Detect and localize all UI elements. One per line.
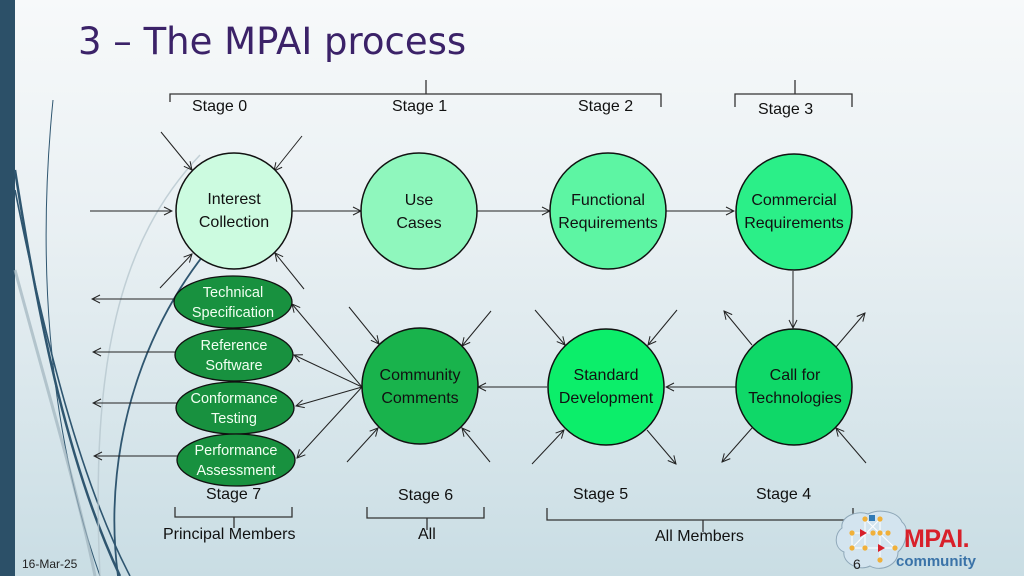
label-line: Call for	[769, 367, 821, 384]
arrow-output	[646, 429, 676, 464]
arrow-input	[462, 310, 492, 346]
arrow-input	[274, 135, 303, 171]
label-line: Cases	[396, 215, 442, 232]
arrow-feedback	[297, 386, 363, 458]
node-use-cases-label: Use Cases	[396, 189, 441, 235]
label-line: Reference	[200, 338, 268, 354]
mpai-logo-subtitle: community	[896, 553, 977, 570]
label-line: Development	[558, 390, 654, 407]
node-standard-development	[547, 328, 665, 446]
deliverable-conformance-testing-label: Conformance Testing	[190, 389, 277, 429]
arrow-input	[836, 428, 867, 464]
stage-7-label: Stage 7	[206, 486, 262, 503]
arrow-input	[348, 306, 379, 344]
deliverable-reference-software-label: Reference Software	[201, 336, 268, 376]
mpai-logo-icon	[835, 510, 907, 569]
stage-6-label: Stage 6	[398, 487, 454, 504]
mpai-logo-text: MPAI.	[904, 525, 970, 553]
bracket-stage-6	[366, 507, 485, 530]
label-line: Specification	[191, 305, 275, 321]
slide-date: 16-Mar-25	[22, 557, 78, 571]
node-functional-requirements-label: Functional Requirements	[558, 189, 658, 235]
arrow-input	[534, 309, 565, 345]
arrow-input	[462, 428, 491, 463]
node-call-for-technologies-label: Call for Technologies	[748, 364, 841, 410]
arrow-input	[159, 254, 192, 289]
deliverable-technical-specification-label: Technical Specification	[192, 283, 274, 323]
group-principal-members: Principal Members	[163, 526, 296, 543]
label-line: Comments	[381, 390, 459, 407]
deliverable-reference-software	[174, 328, 294, 382]
label-line: Software	[205, 358, 263, 374]
arrow-output	[724, 311, 753, 346]
arrow-input	[346, 428, 378, 463]
node-use-cases	[360, 152, 478, 270]
label-line: Performance	[194, 443, 278, 459]
label-line: Standard	[573, 367, 639, 384]
arrow-input	[160, 131, 192, 170]
arrow-input	[275, 253, 305, 290]
arrow-input	[648, 309, 678, 345]
arrow-feedback	[294, 355, 363, 388]
slide-title: 3 – The MPAI process	[78, 20, 467, 63]
label-line: Technologies	[748, 390, 842, 407]
label-line: Requirements	[744, 215, 844, 232]
label-line: Conformance	[190, 391, 278, 407]
node-call-for-technologies	[735, 328, 853, 446]
arrow-feedback	[292, 304, 363, 388]
stage-2-label: Stage 2	[578, 98, 634, 115]
stage-3-label: Stage 3	[758, 101, 814, 118]
arrow-output	[835, 313, 865, 348]
node-community-comments-label: Community Comments	[380, 364, 461, 410]
node-interest-collection	[175, 152, 293, 270]
node-community-comments	[361, 327, 479, 445]
deliverable-technical-specification	[173, 275, 293, 329]
node-standard-development-label: Standard Development	[559, 364, 653, 410]
label-line: Requirements	[558, 215, 658, 232]
bracket-stage-7	[174, 507, 293, 528]
label-line: Functional	[571, 192, 645, 209]
group-all: All	[418, 526, 436, 543]
label-line: Collection	[198, 214, 270, 231]
slide-side-bar	[0, 0, 15, 576]
group-all-members: All Members	[655, 528, 744, 545]
stage-4-label: Stage 4	[756, 486, 812, 503]
deliverable-performance-assessment-label: Performance Assessment	[194, 441, 277, 481]
stage-0-label: Stage 0	[192, 98, 248, 115]
label-line: Interest	[207, 191, 261, 208]
label-line: Use	[404, 192, 434, 209]
label-line: Commercial	[751, 192, 837, 209]
label-line: Technical	[202, 285, 264, 301]
node-functional-requirements	[549, 152, 667, 270]
node-commercial-requirements-label: Commercial Requirements	[744, 189, 844, 235]
arrow-input	[531, 430, 564, 465]
arrow-feedback	[296, 386, 363, 406]
label-line: Testing	[211, 411, 257, 427]
label-line: Assessment	[196, 463, 276, 479]
arrow-output	[722, 427, 753, 462]
slide-page-number: 6	[853, 556, 861, 572]
bracket-stage-3	[734, 80, 853, 107]
label-line: Community	[379, 367, 461, 384]
stage-5-label: Stage 5	[573, 486, 629, 503]
node-commercial-requirements	[735, 153, 853, 271]
deliverable-performance-assessment	[176, 433, 296, 487]
bracket-stage-0-2	[169, 80, 662, 107]
node-interest-collection-label: Interest Collection	[199, 188, 269, 234]
stage-1-label: Stage 1	[392, 98, 448, 115]
